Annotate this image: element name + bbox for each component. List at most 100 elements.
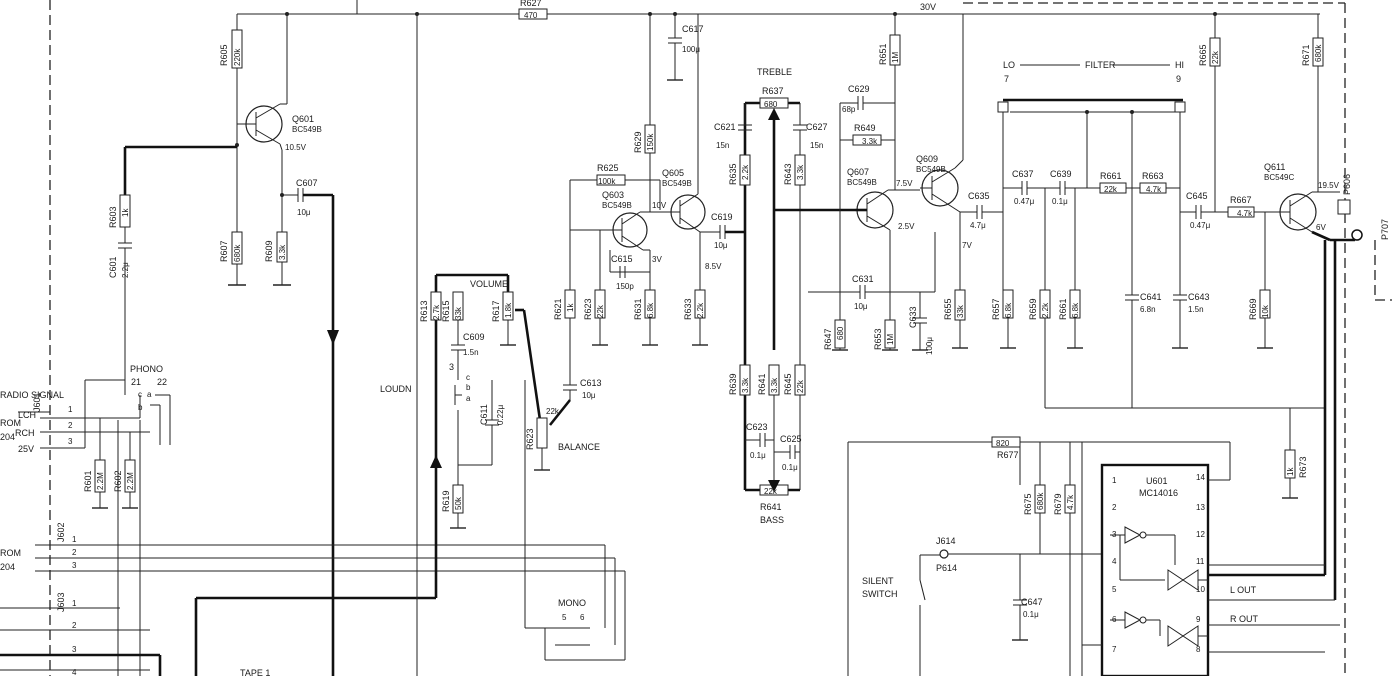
- connector-j614-pin: [939, 549, 949, 559]
- capacitor-c613-ref: C613: [580, 378, 602, 388]
- q611-stage: R665 22k R667 4.7k R669 10k Q611 BC549C …: [1198, 14, 1390, 600]
- supply-voltage-label: 30V: [920, 2, 936, 12]
- resistor-r601-ref: R601: [83, 470, 93, 492]
- ref-204-j602: 204: [0, 562, 15, 572]
- connector-j603-label: J603: [56, 592, 66, 612]
- q607-q609-stage: C629 68p R649 3.3k R651 1M Q607 BC549B 7…: [808, 14, 1003, 355]
- j603-pin-4: 4: [72, 668, 77, 676]
- phono-pin-21: 21: [131, 377, 141, 387]
- mono-silent: MONO 5 6 SILENT SWITCH J614 P614 R675 68…: [524, 380, 1110, 676]
- loudness-switch-c: c: [466, 373, 470, 382]
- supply-rail: 30V R627 470: [237, 0, 1320, 20]
- resistor-r665-ref: R661: [1058, 298, 1068, 320]
- capacitor-c623-value: 0.1μ: [750, 451, 766, 460]
- resistor-r671-ref: R665: [1198, 44, 1208, 66]
- capacitor-c623-ref: C623: [746, 422, 768, 432]
- resistor-r659-ref: R655: [943, 298, 953, 320]
- tape-label: TAPE 1: [240, 668, 270, 676]
- potentiometer-r619-value: 1.8k: [504, 302, 513, 318]
- q611-emitter-voltage: 6V: [1316, 223, 1326, 232]
- ic-u601: U601 MC14016 1 2 3 4 5 6 7 14 13 12 11 1…: [1055, 441, 1340, 676]
- transistor-q609-ref: Q609: [916, 154, 938, 164]
- connector-p606: [1337, 199, 1351, 215]
- capacitor-c609-value: 1.5n: [463, 348, 479, 357]
- resistor-r613-value: 2.7k: [432, 304, 441, 320]
- transistor-q601-ref: Q601: [292, 114, 314, 124]
- filter-switch-lo: [997, 101, 1009, 113]
- resistor-r637-ref: R635: [728, 163, 738, 185]
- resistor-r637-value: 2.2k: [741, 164, 750, 180]
- capacitor-c637-value: 0.47μ: [1014, 197, 1035, 206]
- j603-pin-3: 3: [72, 645, 77, 654]
- resistor-r679-ref: R673: [1298, 456, 1308, 478]
- ic-pin-1: 1: [1112, 476, 1117, 485]
- resistor-r671-value: 22k: [1211, 50, 1220, 64]
- capacitor-c643-ref: C643: [1188, 292, 1210, 302]
- ic-pin-12: 12: [1196, 530, 1205, 539]
- resistor-r647-ref: R643: [783, 163, 793, 185]
- resistor-r649-value: 22k: [796, 379, 805, 393]
- j602-pin-1: 1: [72, 535, 77, 544]
- q607-collector-voltage: 7.5V: [896, 179, 913, 188]
- p707-boundary: [1374, 240, 1392, 301]
- resistor-r677-value: 680k: [1314, 44, 1323, 62]
- transistor-q607-type: BC549B: [847, 178, 877, 187]
- bass-label: BASS: [760, 515, 784, 525]
- capacitor-c643-value: 1.5n: [1188, 305, 1204, 314]
- connector-lch-label: LCH: [18, 410, 36, 420]
- capacitor-c637-ref: C637: [1012, 169, 1034, 179]
- resistor-r627-ref: R627: [520, 0, 542, 8]
- resistor-r639-value: 3.3k: [741, 377, 750, 393]
- ic-pin-13: 13: [1196, 503, 1205, 512]
- resistor-r631-ref: R629: [633, 131, 643, 153]
- resistor-r657-ref: R653: [873, 328, 883, 350]
- capacitor-c625-ref: C625: [780, 434, 802, 444]
- capacitor-c609-ref: C609: [463, 332, 485, 342]
- resistor-r684-ref: R677: [997, 450, 1019, 460]
- connector-p707-label: P707: [1380, 219, 1390, 240]
- j601-pin-3: 3: [68, 437, 73, 446]
- resistor-r609-value: 3.3k: [278, 244, 287, 260]
- mono-label: MONO: [558, 598, 586, 608]
- resistor-r647-value: 3.3k: [796, 164, 805, 180]
- resistor-r602-value: 2.2M: [126, 472, 135, 490]
- potentiometer-r641-ref: R637: [762, 86, 784, 96]
- capacitor-c631-ref: C631: [852, 274, 874, 284]
- capacitor-c635-value: 4.7μ: [970, 221, 986, 230]
- capacitor-c617-value: 100μ: [682, 45, 700, 54]
- ic-pin-5: 5: [1112, 585, 1117, 594]
- ic-u601-type: MC14016: [1139, 488, 1178, 498]
- filter-section: LO FILTER HI 7 9 C637 0.47μ C639 0.1μ R6…: [991, 60, 1325, 409]
- phono-pin-22: 22: [157, 377, 167, 387]
- j602-pin-3: 3: [72, 561, 77, 570]
- resistor-r667-value: 22k: [1104, 185, 1118, 194]
- capacitor-c625-value: 0.1μ: [782, 463, 798, 472]
- resistor-r601-value: 2.2M: [96, 472, 105, 490]
- filter-label: FILTER: [1085, 60, 1116, 70]
- treble-label: TREBLE: [757, 67, 792, 77]
- transistor-q605-type: BC549B: [662, 179, 692, 188]
- capacitor-c629-value: 68p: [842, 105, 856, 114]
- ref-204-j601: 204: [0, 432, 15, 442]
- transistor-q609-type: BC549B: [916, 165, 946, 174]
- resistor-r613-ref: R613: [419, 300, 429, 322]
- capacitor-c633-ref: C633: [908, 306, 918, 328]
- resistor-r621-value: 1k: [566, 303, 575, 312]
- ic-pin-2: 2: [1112, 503, 1117, 512]
- q611-collector-voltage: 19.5V: [1318, 181, 1340, 190]
- inverter-1: [1124, 526, 1142, 544]
- capacitor-c645-ref: C645: [1186, 191, 1208, 201]
- resistor-r625-ref-text: R623: [583, 298, 593, 320]
- resistor-r605-ref: R605: [219, 44, 229, 66]
- resistor-r643-value: 3.3k: [770, 377, 779, 393]
- capacitor-c631-value: 10μ: [854, 302, 868, 311]
- capacitor-c635-ref: C635: [968, 191, 990, 201]
- potentiometer-r641-value: 680: [764, 100, 778, 109]
- ic-pin-10: 10: [1196, 585, 1205, 594]
- from-label-j602: ROM: [0, 548, 21, 558]
- connector-25v-label: 25V: [18, 444, 34, 454]
- resistor-r633-ref: R631: [633, 298, 643, 320]
- resistor-r621-ref: R621: [553, 298, 563, 320]
- ic-pin-8: 8: [1196, 645, 1201, 654]
- resistor-r627-value: 470: [524, 11, 538, 20]
